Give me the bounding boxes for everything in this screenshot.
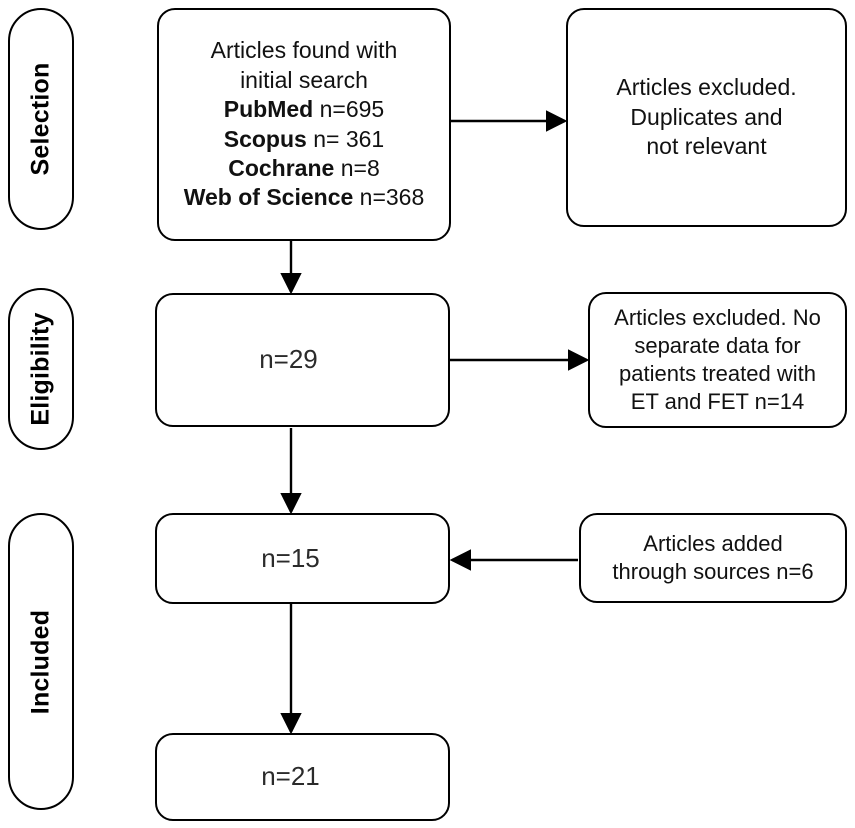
- source-name-scopus: Scopus: [223, 125, 307, 152]
- stage-pill-eligibility: Eligibility: [8, 288, 74, 450]
- excluded-no-data-line-3: patients treated with: [619, 361, 816, 386]
- node-articles-found-text: Articles found with initial search PubMe…: [176, 36, 433, 213]
- source-count-pubmed: n=695: [313, 96, 385, 123]
- node-screened-count: n=29: [155, 293, 450, 427]
- stage-pill-selection: Selection: [8, 8, 74, 230]
- stage-label-selection: Selection: [26, 62, 55, 176]
- stage-label-eligibility: Eligibility: [26, 312, 55, 426]
- node-eligible-count: n=15: [155, 513, 450, 604]
- excluded-duplicates-line-3: not relevant: [646, 133, 767, 160]
- search-line-2: initial search: [240, 66, 368, 93]
- included-total-count-value: n=21: [261, 761, 320, 792]
- source-count-scopus: n= 361: [306, 125, 385, 152]
- search-source-cochrane: Cochrane n=8: [184, 154, 425, 183]
- node-added-through-sources: Articles added through sources n=6: [579, 513, 847, 603]
- source-name-pubmed: PubMed: [223, 96, 314, 123]
- source-name-cochrane: Cochrane: [228, 154, 335, 181]
- source-count-cochrane: n=8: [334, 154, 380, 181]
- added-sources-line-2: through sources n=6: [612, 559, 814, 584]
- node-excluded-no-separate-data-text: Articles excluded. No separate data for …: [606, 304, 829, 417]
- source-count-wos: n=368: [353, 184, 425, 211]
- search-source-pubmed: PubMed n=695: [184, 95, 425, 124]
- excluded-duplicates-line-1: Articles excluded.: [616, 74, 797, 101]
- source-name-wos: Web of Science: [183, 184, 354, 211]
- search-line-1: Articles found with: [210, 37, 398, 64]
- eligible-count-value: n=15: [261, 542, 320, 573]
- excluded-no-data-line-2: separate data for: [634, 332, 801, 358]
- added-sources-line-1: Articles added: [643, 530, 783, 556]
- search-source-scopus: Scopus n= 361: [184, 125, 425, 154]
- node-articles-found: Articles found with initial search PubMe…: [157, 8, 451, 241]
- screened-count-value: n=29: [259, 344, 318, 375]
- stage-pill-included: Included: [8, 513, 74, 810]
- node-excluded-no-separate-data: Articles excluded. No separate data for …: [588, 292, 847, 428]
- node-excluded-duplicates-text: Articles excluded. Duplicates and not re…: [608, 73, 804, 161]
- node-included-total-count: n=21: [155, 733, 450, 821]
- excluded-no-data-line-1: Articles excluded. No: [614, 304, 821, 330]
- search-source-wos: Web of Science n=368: [184, 183, 425, 212]
- excluded-duplicates-line-2: Duplicates and: [630, 103, 783, 130]
- stage-label-included: Included: [26, 609, 55, 714]
- node-added-through-sources-text: Articles added through sources n=6: [604, 530, 821, 586]
- node-excluded-duplicates: Articles excluded. Duplicates and not re…: [566, 8, 847, 227]
- excluded-no-data-line-4: ET and FET n=14: [630, 389, 805, 415]
